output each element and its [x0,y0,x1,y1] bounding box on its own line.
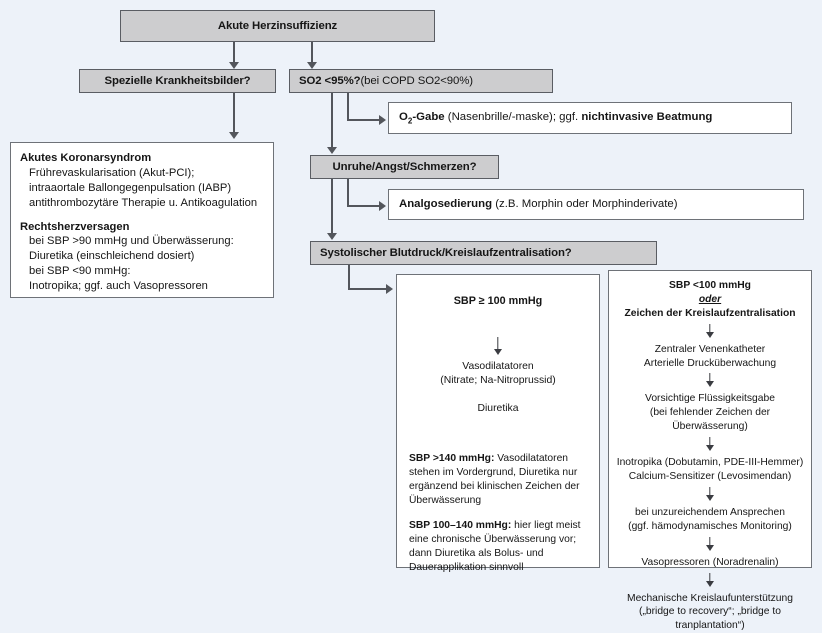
node-o2-gabe-subscript: 2 [407,115,413,125]
panel-mid-arrow-1-head [494,349,502,355]
panel-right-step4-line2: (ggf. hämodynamisches Monitoring) [628,520,792,532]
panel-right-title-line1: SBP <100 mmHg [669,280,751,291]
panel-left-section2-line-1: Diuretika (einschleichend dosiert) [29,250,195,263]
panel-right-title-oder: oder [698,293,722,305]
arrowhead-so2-to-unruhe [327,147,337,154]
node-akute-herzinsuffizienz[interactable]: Akute Herzinsuffizienz [120,10,435,42]
panel-mid-step1-line1: Vasodilatatoren [462,361,534,372]
panel-mid-note-1-text: Vasodilatatoren stehen im Vordergrund, D… [409,453,580,506]
node-analgosedierung-rest: (z.B. Morphin oder Morphinderivate) [492,198,678,211]
panel-mid-note-1-bold: SBP >140 mmHg: [409,453,495,465]
node-akute-herzinsuffizienz-label: Akute Herzinsuffizienz [217,19,338,32]
connector-so2-to-unruhe [331,93,333,149]
panel-left-section1-title: Akutes Koronarsyndrom [20,152,152,164]
connector-so2-to-o2gabe-vertical [347,93,349,120]
panel-mid-arrow-1 [409,337,587,357]
panel-left-spacer [20,211,265,220]
panel-right-step2-line1: Vorsichtige Flüssigkeitsgabe [645,393,775,405]
panel-right-arrow-4 [613,486,807,503]
panel-right-step6-line1: Mechanische Kreislaufunterstützung [627,592,793,604]
panel-mid-step1-line2: (Nitrate; Na-Nitroprussid) [440,375,556,387]
node-o2-gabe-label: O2-Gabe (Nasenbrille/-maske); ggf. nicht… [399,110,712,127]
panel-left-section2-title: Rechtsherzversagen [20,220,130,233]
panel-left-section2-line-2: bei SBP <90 mmHg: [29,265,131,278]
node-o2-gabe-mid: (Nasenbrille/-maske); ggf. [444,110,582,123]
node-o2-gabe-bold-end: nichtinvasive Beatmung [581,110,713,123]
panel-right-arrow-1 [613,323,807,340]
node-so2-rest-label: (bei COPD SO2<90%) [360,74,473,87]
connector-unruhe-to-analgo-vertical [347,179,349,206]
node-systolischer-blutdruck-label: Systolischer Blutdruck/Kreislaufzentrali… [320,246,572,259]
arrowhead-so2-to-o2gabe [379,115,386,125]
panel-mid-note-2-text: hier liegt meist eine chronische Überwäs… [409,520,581,573]
panel-right-arrow-3-head [706,445,714,452]
panel-right-arrow-3-stem [709,437,711,448]
connector-root-to-special [233,42,235,64]
panel-mid-arrow-1-stem [497,337,499,351]
panel-right-step3-line1: Inotropika (Dobutamin, PDE-III-Hemmer) [616,457,804,469]
panel-right-title-line3: Zeichen der Kreislaufzentralisation [624,307,796,319]
panel-left-section1-line-1: intraaortale Ballongegenpulsation (IABP) [29,181,232,194]
node-analgosedierung-label: Analgosedierung (z.B. Morphin oder Morph… [399,197,678,212]
panel-right-arrow-1-head [706,331,714,338]
panel-left-section2-line-0: bei SBP >90 mmHg und Überwässerung: [29,235,234,248]
node-o2-gabe-bold-pre: O [399,110,408,123]
node-spezielle-krankheitsbilder-label: Spezielle Krankheitsbilder? [104,74,251,87]
connector-so2-to-o2gabe-horizontal [347,119,381,121]
node-systolischer-blutdruck[interactable]: Systolischer Blutdruck/Kreislaufzentrali… [310,241,657,265]
panel-right-arrow-5-stem [709,536,711,547]
panel-right-step4-line1: bei unzureichendem Ansprechen [635,506,785,518]
panel-sbp-lt-100[interactable]: SBP <100 mmHg oder Zeichen der Kreislauf… [608,270,812,631]
panel-right-step5-line1: Vasopressoren (Noradrenalin) [641,556,779,568]
arrowhead-special-to-panel [229,132,239,139]
arrowhead-systolisch-to-mid [386,284,393,294]
connector-unruhe-to-systolisch [331,179,333,235]
arrowhead-unruhe-to-analgo [379,201,386,211]
connector-systolisch-to-mid-vertical [348,265,350,289]
panel-left-section2-line-3: Inotropika; ggf. auch Vasopressoren [29,280,208,293]
panel-right-arrow-3 [613,437,807,453]
panel-right-arrow-2-head [706,381,714,388]
panel-sbp-ge-100[interactable]: SBP ≥ 100 mmHg Vasodilatatoren (Nitrate;… [396,274,600,573]
node-o2-gabe-bold-post: -Gabe [412,110,445,123]
panel-right-arrow-2-stem [709,373,711,384]
node-analgosedierung-bold: Analgosedierung [399,198,493,211]
panel-right-step6-line2: („bridge to recovery“; „bridge to tranpl… [639,606,781,632]
node-unruhe-angst-schmerzen-label: Unruhe/Angst/Schmerzen? [332,160,477,173]
node-unruhe-angst-schmerzen[interactable]: Unruhe/Angst/Schmerzen? [310,155,499,179]
connector-systolisch-to-mid-horizontal [348,288,388,290]
panel-left-section1-line-2: antithrombozytäre Therapie u. Antikoagul… [29,196,258,209]
connector-root-to-so2 [311,42,313,64]
panel-mid-step2: Diuretika [477,403,519,415]
arrowhead-root-to-special [229,62,239,69]
panel-mid-note-2: SBP 100–140 mmHg: hier liegt meist eine … [409,519,587,574]
panel-right-step1-line2: Arterielle Drucküberwachung [643,357,777,369]
panel-right-arrow-5 [613,536,807,553]
node-so2[interactable]: SO2 <95%? (bei COPD SO2<90%) [289,69,553,93]
panel-spezielle-krankheitsbilder[interactable]: Akutes Koronarsyndrom Frührevaskularisat… [10,142,274,298]
panel-right-arrow-6-head [706,580,714,587]
panel-right-arrow-5-head [706,544,714,551]
node-spezielle-krankheitsbilder[interactable]: Spezielle Krankheitsbilder? [79,69,276,93]
panel-right-arrow-2 [613,373,807,389]
panel-mid-title: SBP ≥ 100 mmHg [453,295,543,307]
panel-right-step1-line1: Zentraler Venenkatheter [654,343,766,355]
node-o2-gabe[interactable]: O2-Gabe (Nasenbrille/-maske); ggf. nicht… [388,102,792,134]
panel-mid-note-1: SBP >140 mmHg: Vasodilatatoren stehen im… [409,452,587,507]
panel-right-step3-line2: Calcium-Sensitizer (Levosimendan) [628,471,792,483]
connector-special-to-panel [233,93,235,134]
panel-mid-note-2-bold: SBP 100–140 mmHg: [409,520,512,532]
connector-unruhe-to-analgo-horizontal [347,205,381,207]
panel-right-arrow-1-stem [709,323,711,334]
panel-right-arrow-4-head [706,494,714,501]
node-so2-bold-label: SO2 <95%? [299,74,361,87]
node-analgosedierung[interactable]: Analgosedierung (z.B. Morphin oder Morph… [388,189,804,220]
panel-right-arrow-4-stem [709,486,711,497]
flowchart-canvas: Akute Herzinsuffizienz Spezielle Krankhe… [10,10,812,631]
arrowhead-root-to-so2 [307,62,317,69]
panel-right-step2-line2: (bei fehlender Zeichen der Überwässerung… [649,407,771,433]
arrowhead-unruhe-to-systolisch [327,233,337,240]
panel-right-arrow-6 [613,572,807,589]
panel-left-section1-line-0: Frührevaskularisation (Akut-PCI); [29,166,195,179]
